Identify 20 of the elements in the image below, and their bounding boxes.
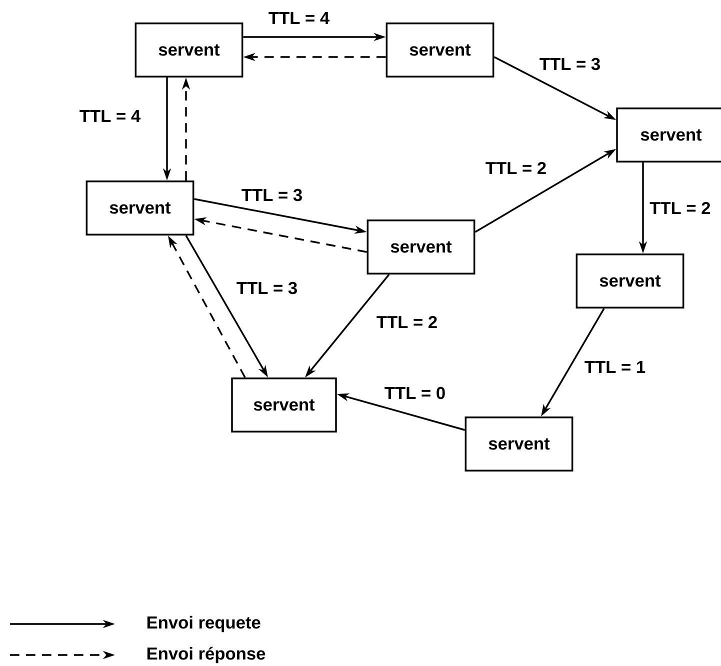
servent-box: servent	[231, 377, 337, 433]
servent-box: servent	[366, 219, 476, 275]
edge-label: TTL = 4	[78, 108, 142, 124]
servent-box: servent	[134, 22, 244, 78]
servent-box: servent	[386, 22, 494, 78]
servent-box: servent	[616, 107, 721, 163]
legend-text: Envoi requete	[147, 616, 260, 632]
edge-label: TTL = 3	[240, 188, 304, 202]
edge-label: TTL = 1	[583, 360, 647, 374]
edge-label: TTL = 3	[235, 280, 299, 296]
edge-label: TTL = 0	[383, 386, 447, 400]
edge-label: TTL = 2	[484, 160, 548, 176]
edge-label: TTL = 2	[375, 314, 439, 330]
edge-label: TTL = 2	[648, 200, 712, 216]
servent-box: servent	[576, 253, 684, 309]
legend-text: Envoi réponse	[147, 646, 266, 664]
servent-box: servent	[86, 180, 194, 236]
edge-label: TTL = 4	[267, 10, 331, 26]
servent-box: servent	[464, 416, 574, 472]
edge-label: TTL = 3	[538, 56, 602, 72]
